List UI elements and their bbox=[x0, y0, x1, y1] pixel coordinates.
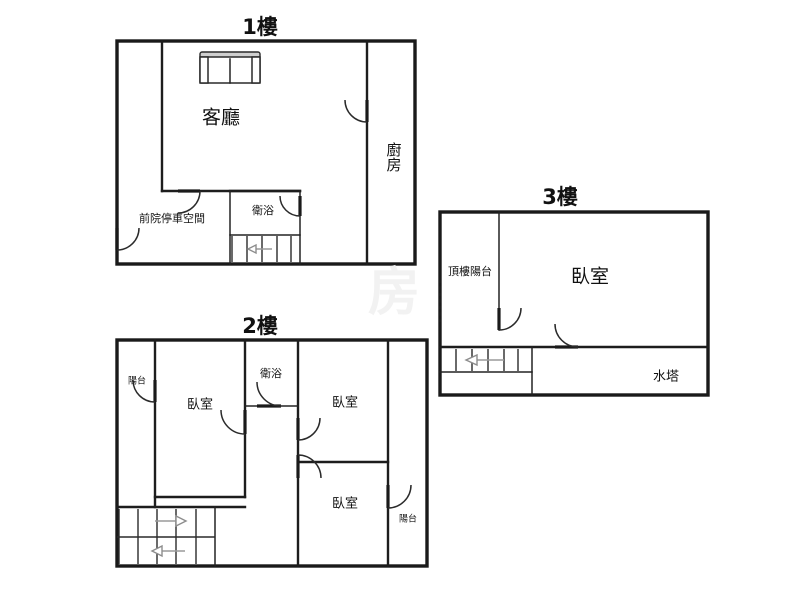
floor-1-staircase bbox=[231, 236, 292, 262]
floor-2-bedroom-right-top-label: 臥室 bbox=[332, 395, 358, 411]
floor-3-title: 3樓 bbox=[542, 185, 578, 209]
floor-1-door-kitchen bbox=[344, 99, 369, 123]
floor-1-door-entry bbox=[115, 227, 140, 251]
floor-3-staircase bbox=[455, 349, 519, 371]
floor-2-balcony-left-label: 陽台 bbox=[128, 375, 146, 387]
floor-2-door-balcony-left bbox=[132, 379, 157, 403]
floor-1-room-living-label: 客廳 bbox=[202, 107, 240, 129]
floor-3-bedroom-label: 臥室 bbox=[571, 266, 609, 288]
floor-1-group: 1樓 bbox=[115, 15, 417, 266]
floor-3-outer-wall bbox=[438, 210, 710, 397]
floor-1-door-living bbox=[177, 189, 201, 214]
floor-3-door-bedroom bbox=[554, 323, 579, 349]
floor-2-bedroom-right-bottom-label: 臥室 bbox=[332, 496, 358, 512]
floor-2-group: 2樓 bbox=[115, 314, 429, 568]
floor-2-door-bath bbox=[256, 381, 282, 408]
floor-2-title: 2樓 bbox=[242, 314, 278, 338]
floor-2-bedroom-left-label: 臥室 bbox=[187, 397, 213, 413]
floor-2-door-bedroom-left bbox=[220, 409, 247, 435]
floor-1-door-bath bbox=[279, 195, 302, 217]
floor-1-room-parking-label: 前院停車空間 bbox=[139, 211, 205, 225]
floor-2-staircase bbox=[117, 509, 215, 564]
floor-1-outer-wall bbox=[115, 39, 417, 266]
sofa-icon bbox=[199, 51, 261, 84]
floor-2-outer-wall bbox=[115, 338, 429, 568]
floor-1-room-kitchen-label: 廚房 bbox=[385, 141, 403, 172]
floor-2-door-bedroom-right-top bbox=[296, 417, 321, 441]
floor-2-bath-label: 衛浴 bbox=[260, 367, 282, 380]
floor-3-door-balcony bbox=[497, 307, 522, 331]
floor-2-balcony-right-label: 陽台 bbox=[399, 513, 417, 525]
floor-3-water-tower-label: 水塔 bbox=[653, 370, 679, 385]
floor-3-group: 3樓 bbox=[438, 185, 710, 397]
floor-1-title: 1樓 bbox=[242, 15, 278, 39]
floor-2-door-bedroom-right-bottom bbox=[296, 454, 322, 479]
floor-3-roof-balcony-label: 頂樓陽台 bbox=[448, 264, 492, 278]
floor-1-room-bath-label: 衛浴 bbox=[252, 204, 274, 217]
floor-2-door-balcony-right bbox=[386, 484, 412, 509]
